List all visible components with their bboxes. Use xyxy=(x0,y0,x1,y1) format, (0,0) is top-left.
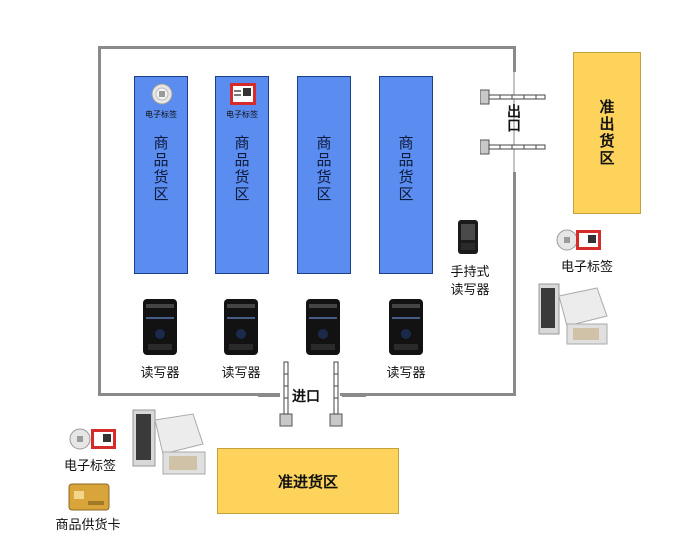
rfid-reader-icon xyxy=(223,298,259,356)
reader-label: 读写器 xyxy=(386,366,426,381)
reader-label: 读写器 xyxy=(221,366,261,381)
rfid-tags-icon xyxy=(69,428,116,450)
shelf-label: 商品货区 xyxy=(314,135,333,203)
exit-gate-label: 出口 xyxy=(505,104,521,132)
right-tag-label: 电子标签 xyxy=(560,260,613,275)
exit-gate-frame xyxy=(513,66,515,178)
shelf-1: 电子标签 商品货区 xyxy=(134,76,188,274)
tag-label: 电子标签 xyxy=(145,110,177,119)
entry-wall-gap xyxy=(280,392,340,400)
shelf-label: 商品货区 xyxy=(151,135,170,203)
entry-gate-barrier xyxy=(258,361,366,427)
supply-card-icon xyxy=(68,483,110,511)
rfid-reader-icon xyxy=(388,298,424,356)
computer-workstation-icon xyxy=(132,409,206,475)
handheld-reader-label-2: 读写器 xyxy=(450,283,490,298)
exit-gate-barrier xyxy=(480,89,546,155)
inbound-staging-zone: 准进货区 xyxy=(217,448,399,514)
shelf-4: 商品货区 xyxy=(379,76,433,274)
computer-workstation-icon xyxy=(538,283,608,345)
left-tag-label: 电子标签 xyxy=(63,459,116,474)
shelf-label: 商品货区 xyxy=(396,135,415,203)
shelf-3: 商品货区 xyxy=(297,76,351,274)
exit-wall-gap xyxy=(512,72,520,172)
entry-gate-label: 进口 xyxy=(292,389,320,405)
inbound-zone-label: 准进货区 xyxy=(277,472,338,491)
shelf-label: 商品货区 xyxy=(232,135,251,203)
supply-card-label: 商品供货卡 xyxy=(55,518,121,533)
rfid-tag-round-icon xyxy=(151,83,173,105)
shelf-2: 电子标签 商品货区 xyxy=(215,76,269,274)
rfid-reader-icon xyxy=(305,298,341,356)
outbound-zone-label: 准出货区 xyxy=(597,99,616,167)
tag-label: 电子标签 xyxy=(226,110,258,119)
rfid-tag-card-icon xyxy=(230,83,256,105)
rfid-reader-icon xyxy=(142,298,178,356)
outbound-staging-zone: 准出货区 xyxy=(573,52,641,214)
rfid-tags-icon xyxy=(556,229,601,251)
reader-label: 读写器 xyxy=(140,366,180,381)
handheld-reader-icon xyxy=(458,220,478,254)
handheld-reader-label-1: 手持式 xyxy=(450,265,490,280)
